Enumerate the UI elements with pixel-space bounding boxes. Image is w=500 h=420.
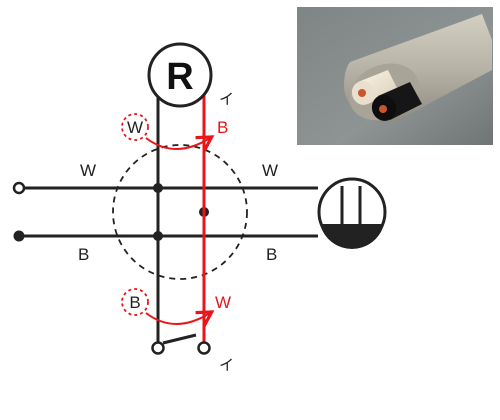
top-terminal-label: イ bbox=[219, 90, 234, 108]
bottom-swap-arrow bbox=[145, 310, 215, 327]
wire-label-bottom-right: B bbox=[266, 245, 277, 264]
top-swap-from-label: W bbox=[127, 118, 143, 137]
black-core-wire bbox=[371, 82, 422, 121]
top-swap-from-circle bbox=[121, 113, 149, 141]
top-swap-to-label: B bbox=[217, 118, 228, 137]
white-core-copper bbox=[358, 89, 366, 97]
switch-blade bbox=[162, 333, 197, 345]
top-swap-annotation: W B bbox=[121, 113, 228, 152]
junction-dot-bottom bbox=[153, 231, 163, 241]
cable-photo bbox=[297, 7, 493, 145]
terminal-filled-left bbox=[13, 230, 25, 242]
white-core-wire bbox=[351, 70, 398, 105]
wire-label-top-left: W bbox=[80, 161, 96, 180]
lamp-symbol: R bbox=[147, 42, 213, 108]
black-core-copper bbox=[379, 105, 387, 113]
switch-terminal-right bbox=[197, 341, 211, 355]
bottom-swap-to-label: W bbox=[215, 293, 231, 312]
bottom-swap-from-label: B bbox=[129, 293, 140, 312]
switch-terminal-left bbox=[151, 341, 165, 355]
bottom-swap-from-circle bbox=[121, 288, 149, 316]
outlet-symbol bbox=[317, 177, 387, 249]
outlet-fill bbox=[320, 224, 384, 249]
black-wiring bbox=[22, 95, 318, 345]
wire-label-bottom-left: B bbox=[78, 245, 89, 264]
wire-label-top-right: W bbox=[262, 161, 278, 180]
lamp-label: R bbox=[166, 56, 193, 98]
top-swap-arrow bbox=[145, 135, 215, 152]
junction-box bbox=[112, 144, 248, 280]
junction-dot-top bbox=[153, 183, 163, 193]
bottom-swap-annotation: B W bbox=[121, 288, 231, 327]
terminal-open-left bbox=[12, 181, 26, 195]
bottom-terminal-label: イ bbox=[219, 356, 234, 374]
lamp-circle bbox=[147, 42, 213, 108]
